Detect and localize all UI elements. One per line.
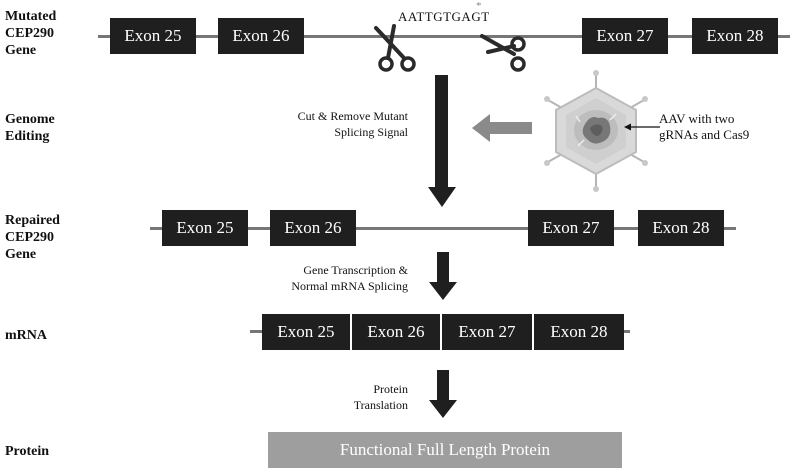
splice-site-sequence: AATTGTGAGT [398,9,490,24]
row-label-mrna: mRNA [5,328,47,343]
mutation-marker: * [476,0,482,12]
down-arrow-icon [429,282,457,300]
caption-translation: Protein Translation [353,382,408,412]
down-arrow-icon [428,187,456,207]
aav-virus-icon [544,70,648,192]
repaired-exon-25: Exon 25 [162,210,248,246]
row-label-mutated-gene: Mutated CEP290 Gene [5,9,57,58]
aav-pointer-arrow [624,123,660,131]
down-arrow-icon [429,400,457,418]
editing-arrow-shaft [435,75,448,187]
mrna-exon-25: Exon 25 [262,314,352,350]
mutated-gene-line [98,35,790,38]
mrna-exon-28: Exon 28 [534,314,624,350]
aav-label: AAV with two gRNAs and Cas9 [659,111,750,142]
mutated-exon-27: Exon 27 [582,18,668,54]
row-label-genome-editing: Genome Editing [5,112,55,144]
repaired-gene-line [150,227,736,230]
left-arrow-icon [472,114,532,142]
scissors-icon [374,24,416,72]
protein-bar: Functional Full Length Protein [268,432,622,468]
transcription-arrow-shaft [437,252,449,282]
translation-arrow-shaft [437,370,449,400]
mrna-exon-27: Exon 27 [442,314,534,350]
mrna-exon-26: Exon 26 [352,314,442,350]
caption-transcription: Gene Transcription & Normal mRNA Splicin… [291,263,408,293]
row-label-protein: Protein [5,444,50,459]
caption-cut-remove: Cut & Remove Mutant Splicing Signal [297,109,408,139]
mutated-exon-28: Exon 28 [692,18,778,54]
repaired-exon-26: Exon 26 [270,210,356,246]
mutated-exon-26: Exon 26 [218,18,304,54]
repaired-exon-27: Exon 27 [528,210,614,246]
scissors-icon [480,34,526,72]
mutated-exon-25: Exon 25 [110,18,196,54]
repaired-exon-28: Exon 28 [638,210,724,246]
row-label-repaired-gene: Repaired CEP290 Gene [5,213,60,262]
